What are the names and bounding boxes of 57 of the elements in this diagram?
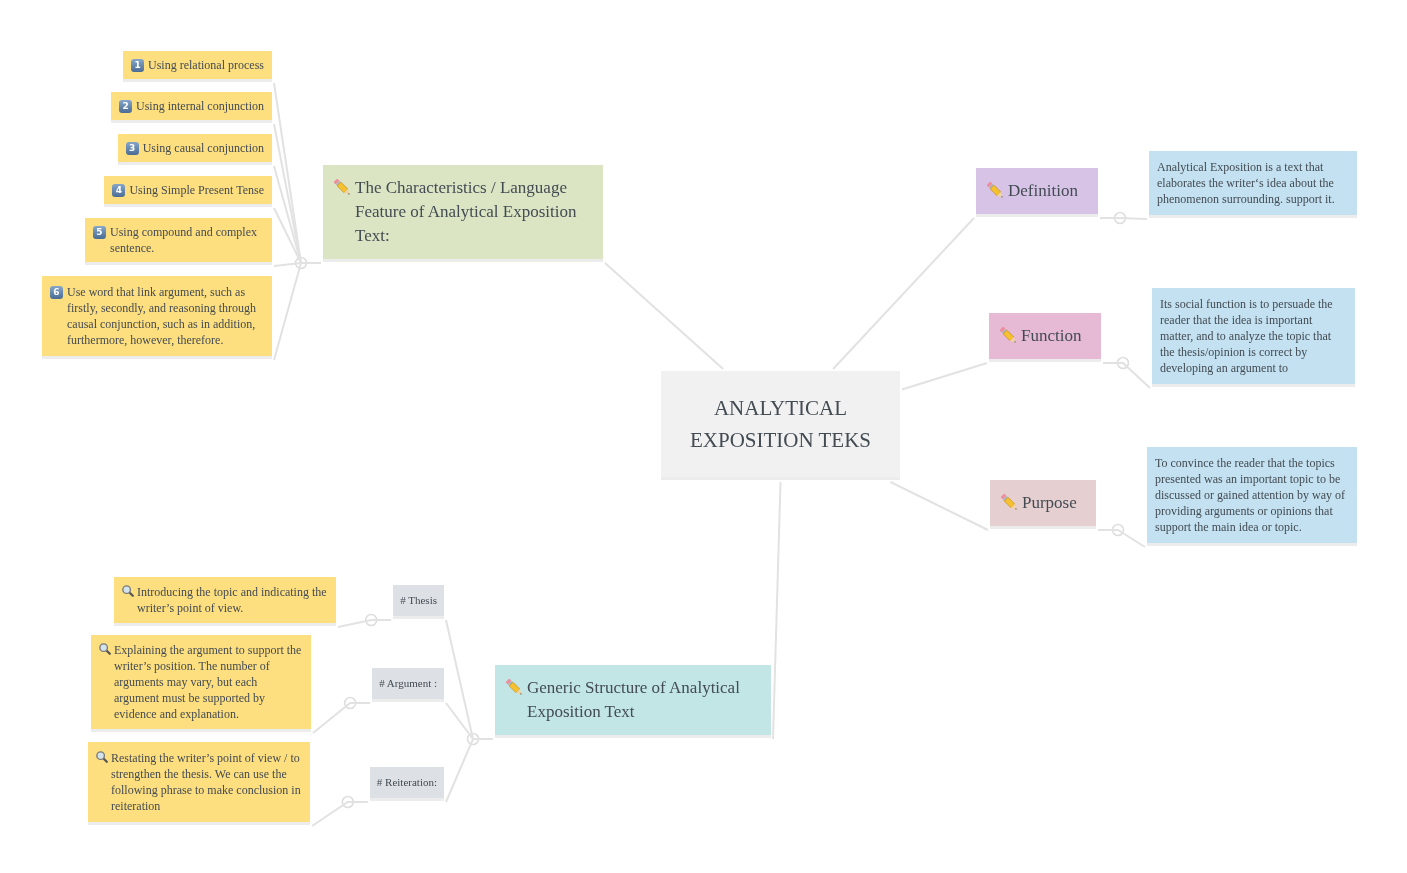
branch-title: The Characteristics / Language Feature of Analytical Exposition Text:: [355, 177, 578, 247]
number-badge: 5: [93, 226, 106, 239]
connector-line: [889, 481, 989, 531]
note-box: [1147, 447, 1357, 546]
note-text: Using relational process: [148, 57, 264, 73]
tag-text: # Argument :: [379, 676, 437, 691]
branch-box: [989, 313, 1101, 362]
number-badge: 2: [119, 100, 132, 113]
note-box: [85, 218, 272, 265]
branch-title: Function: [1021, 325, 1082, 347]
note-text: Explaining the argument to support the writer’s position. The number of arguments may vary, but each argument must be supported by evidence and explanation.: [114, 642, 303, 722]
connector-line: [832, 217, 975, 370]
note-box: [114, 577, 336, 626]
number-badge: 1: [131, 59, 145, 72]
note-text: Restating the writer’s point of view / to strengthen the thesis. We can use the following phrase to make conclusion in reiteration: [111, 750, 302, 814]
connector-line: [1097, 529, 1146, 548]
connector-line: [311, 801, 369, 827]
note-box: [88, 742, 310, 825]
tag-box: [369, 767, 444, 801]
connector-line: [312, 702, 372, 734]
connector-line: [772, 481, 782, 740]
tag-box: [393, 585, 444, 619]
note-box: [42, 276, 272, 359]
note-text: Using internal conjunction: [136, 98, 264, 114]
tag-text: # Reiteration:: [376, 775, 437, 790]
branch-box: [323, 165, 603, 262]
note-box: [117, 134, 272, 165]
branch-title: Definition: [1008, 180, 1078, 202]
note-text: Its social function is to persuade the reader that the idea is important matter, and to analyze the topic that the thesis/opinion is correct by developing an argument to: [1160, 296, 1334, 376]
connector-line: [337, 619, 393, 628]
note-box: [1152, 288, 1355, 387]
note-box: [123, 51, 272, 82]
branch-title: Purpose: [1022, 492, 1077, 514]
note-box: [111, 92, 272, 123]
note-text: Using compound and complex sentence.: [110, 224, 258, 256]
tag-box: [372, 668, 444, 702]
branch-box: [976, 168, 1098, 217]
note-text: To convince the reader that the topics presented was an important topic to be discussed or gained attention by way of providing arguments or opinions that support the main idea or topic.: [1155, 455, 1346, 535]
note-text: Use word that link argument, such as firstly, secondly, and reasoning through causal conjunction, such as in addition, furthermore, however, therefore.: [67, 284, 258, 348]
note-text: Using Simple Present Tense: [129, 182, 264, 198]
note-box: [104, 176, 272, 207]
connector-line: [604, 262, 725, 370]
topic-title: ANALYTICAL EXPOSITION TEKS: [688, 395, 872, 454]
branch-box: [495, 665, 771, 738]
branch-box: [990, 480, 1096, 529]
note-text: Analytical Exposition is a text that elaborates the writer‘s idea about the phenomenon surrounding. support it.: [1157, 159, 1336, 207]
number-badge: 6: [50, 286, 63, 299]
connector-line: [901, 362, 988, 391]
number-badge: 4: [112, 184, 126, 197]
tag-text: # Thesis: [400, 593, 437, 608]
note-box: [1149, 151, 1357, 218]
note-box: [91, 635, 311, 732]
connector-line: [1102, 362, 1151, 389]
branch-title: Generic Structure of Analytical Exposition Text: [527, 677, 741, 723]
number-badge: 3: [125, 142, 139, 155]
note-text: Using causal conjunction: [142, 140, 264, 156]
note-text: Introducing the topic and indicating the writer’s point of view.: [137, 584, 328, 616]
